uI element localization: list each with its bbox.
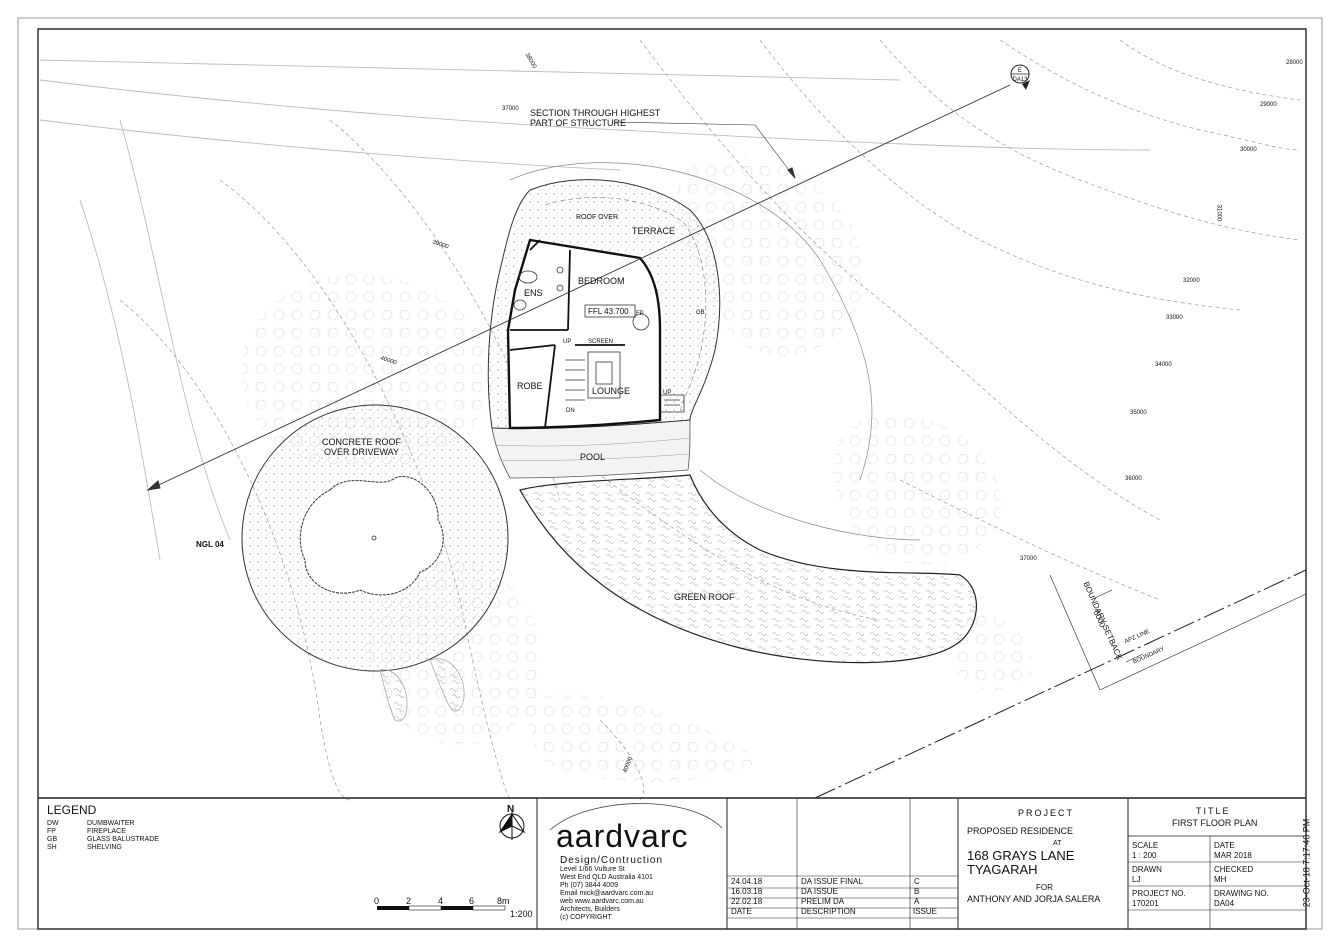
revision-date: 24.04.18 (731, 877, 763, 886)
project-no-value: 170201 (1132, 899, 1159, 908)
road-lines (39, 59, 1151, 561)
natural-ground-level-label: NGL 04 (196, 540, 224, 549)
drawing-no-label: DRAWING NO. (1214, 889, 1269, 898)
section-marker-letter: E (1017, 68, 1022, 74)
project-no-label: PROJECT NO. (1132, 889, 1186, 898)
title-heading: TITLE (1196, 806, 1231, 816)
section-note: SECTION THROUGH HIGHEST PART OF STRUCTUR… (530, 108, 661, 128)
revision-issue: A (914, 897, 920, 906)
revision-date: 22.02.18 (731, 897, 763, 906)
date-label: DATE (1214, 841, 1235, 850)
room-bedroom: BEDROOM (578, 276, 625, 286)
contour-label: 37000 (502, 106, 519, 112)
scale-value: 1 : 200 (1132, 851, 1157, 860)
revision-desc: PRELIM DA (801, 897, 845, 906)
drawing-title: FIRST FLOOR PLAN (1172, 818, 1258, 828)
scale-tick: 2 (406, 896, 412, 906)
title-block-frame (38, 797, 1307, 929)
drawing-no-value: DA04 (1214, 899, 1235, 908)
project-at: AT (1053, 840, 1062, 847)
contour-label: 32000 (1183, 278, 1200, 284)
contour-label: 29000 (1260, 102, 1277, 108)
contour-label: 34000 (1155, 362, 1172, 368)
north-arrow-icon (498, 812, 526, 840)
stair-up-label: UP (563, 339, 572, 345)
scale-tick: 6 (469, 896, 475, 906)
contour-label: 33000 (1166, 315, 1183, 321)
contour-label: 31000 (1215, 204, 1222, 222)
contour-label: 30000 (1240, 147, 1257, 153)
project-line1: PROPOSED RESIDENCE (967, 826, 1074, 836)
glass-balustrade-label: GB (696, 310, 705, 316)
north-label: N (507, 804, 515, 815)
stair-up-label-2: UP (663, 390, 672, 396)
scale-bar (377, 905, 506, 911)
revision-header-desc: DESCRIPTION (801, 907, 856, 916)
revision-desc: DA ISSUE FINAL (801, 877, 863, 886)
company-logo-icon (549, 803, 723, 831)
revision-header-issue: ISSUE (913, 907, 938, 916)
roof-over-label: ROOF OVER (576, 214, 619, 221)
room-robe: ROBE (517, 381, 543, 391)
concrete-roof-label: CONCRETE ROOF OVER DRIVEWAY (322, 437, 402, 457)
interior-walls (506, 238, 662, 430)
scale-ratio: 1:200 (510, 909, 533, 919)
section-marker-sheet[interactable]: DA13 (1012, 77, 1028, 83)
drawn-value: LJ (1132, 875, 1141, 884)
legend-title: LEGEND (47, 803, 97, 817)
project-for: FOR (1036, 883, 1053, 892)
floor-level-label: FFL 43.700 (588, 307, 629, 316)
contour-label: 37000 (1020, 556, 1037, 562)
scale-label: SCALE (1132, 841, 1159, 850)
screen-label: SCREEN (588, 339, 614, 345)
drawing-border (37, 28, 1307, 930)
company-name: aardvarc (556, 818, 689, 854)
scale-tick: 4 (438, 896, 444, 906)
room-ensuite: ENS (524, 288, 543, 298)
pool-label: POOL (580, 452, 606, 462)
drawn-label: DRAWN (1132, 865, 1162, 874)
revision-header-date: DATE (731, 907, 752, 916)
company-details: Level 1/66 Vulture St West End QLD Austr… (560, 866, 654, 921)
scale-tick: 0 (374, 896, 380, 906)
revision-issue: B (914, 887, 920, 896)
plot-timestamp: 23-Oct-18 7:17:46 PM (1301, 818, 1312, 908)
company-tagline: Design/Contruction (560, 855, 664, 866)
boundary-lines (814, 569, 1307, 799)
room-lounge: LOUNGE (592, 386, 631, 396)
section-line (146, 84, 1011, 491)
concrete-roof (241, 404, 509, 672)
fireplace-label: FP (636, 311, 644, 317)
section-marker (1010, 64, 1030, 90)
project-heading: PROJECT (1018, 808, 1075, 818)
landscape-arcs (509, 162, 921, 541)
project-address2: TYAGARAH (967, 862, 1038, 877)
project-address1: 168 GRAYS LANE (967, 848, 1075, 863)
green-roof (519, 474, 977, 664)
revision-date: 16.03.18 (731, 887, 763, 896)
contour-label: 28000 (1286, 60, 1303, 66)
fixtures (513, 266, 685, 413)
project-client: ANTHONY AND JORJA SALERA (967, 894, 1101, 904)
parking-strips (379, 658, 465, 722)
checked-label: CHECKED (1214, 865, 1254, 874)
contour-label: 36000 (1125, 476, 1142, 482)
interior-partitions (509, 239, 625, 429)
date-value: MAR 2018 (1214, 851, 1252, 860)
checked-value: MH (1214, 875, 1227, 884)
green-roof-label: GREEN ROOF (674, 592, 735, 602)
revision-desc: DA ISSUE (801, 887, 838, 896)
stair-down-label: DN (566, 408, 575, 414)
contour-label: 35000 (1130, 410, 1147, 416)
room-terrace: TERRACE (632, 226, 676, 236)
scale-tick: 8m (497, 896, 510, 906)
revision-issue: C (914, 877, 920, 886)
